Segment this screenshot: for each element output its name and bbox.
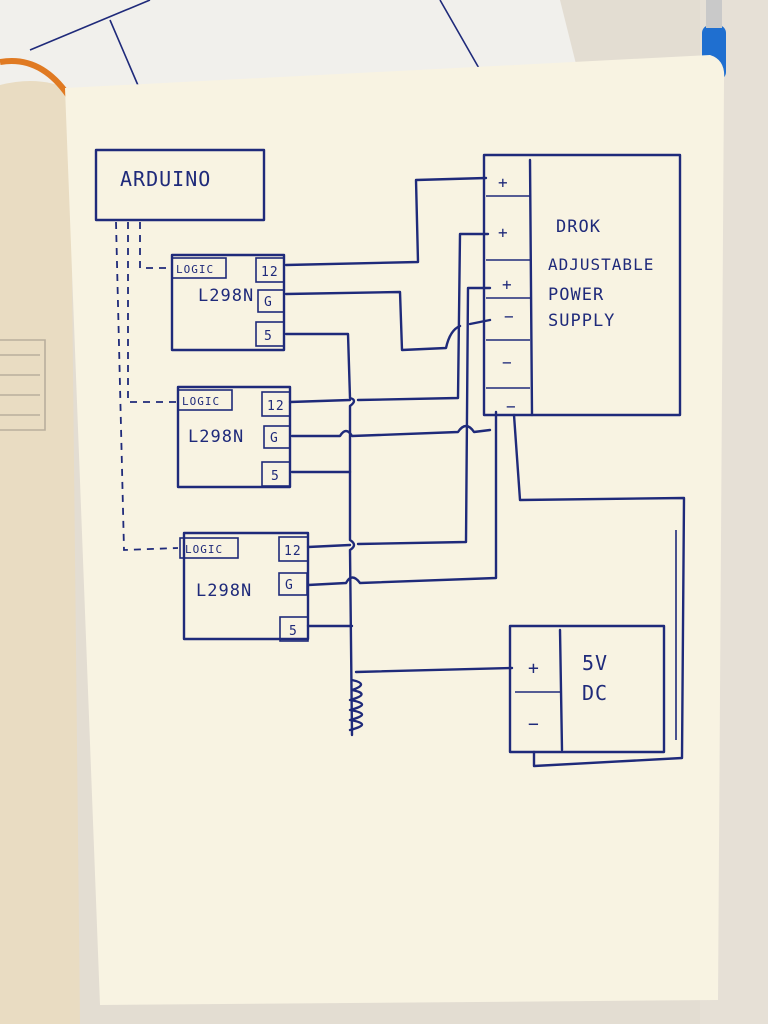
- pin-12-label: 12: [261, 265, 279, 280]
- terminal-1: +: [498, 173, 509, 192]
- wire-12v-1: [284, 176, 488, 267]
- dc-minus-terminal: −: [528, 714, 540, 735]
- driver-name: L298N: [188, 427, 244, 447]
- terminal-6: −: [506, 397, 517, 416]
- wiring: [284, 176, 686, 768]
- wire-gnd-3: [306, 410, 498, 587]
- dc-label-line-1: 5V: [582, 651, 608, 675]
- terminal-4: −: [504, 307, 515, 326]
- driver-name: L298N: [198, 286, 254, 306]
- wire-dc-plus: [354, 666, 514, 674]
- l298n-driver-3: LOGIC 12 G 5 L298N: [179, 531, 310, 642]
- dc-label-line-2: DC: [582, 681, 608, 705]
- pin-g-label: G: [285, 578, 294, 593]
- l298n-driver-2: LOGIC 12 G 5 L298N: [176, 385, 292, 489]
- notebook-page: [65, 55, 725, 1005]
- pin-5-label: 5: [271, 469, 280, 484]
- logic-line-1: [139, 222, 170, 269]
- coil-icon: [348, 678, 364, 732]
- wire-12v-3: [306, 543, 352, 549]
- psu-label-line-3: POWER: [548, 285, 604, 305]
- psu-label-line-4: SUPPLY: [548, 311, 615, 331]
- wire-gnd-1b: [468, 318, 492, 326]
- wire-gnd-2: [290, 424, 492, 438]
- logic-label: LOGIC: [185, 543, 223, 556]
- terminal-2: +: [498, 223, 509, 242]
- bookmark-ribbon: [0, 58, 71, 97]
- dc-plus-terminal: +: [528, 658, 540, 679]
- wire-gnd-1: [284, 290, 462, 352]
- wire-12v-2b: [356, 232, 490, 402]
- left-page-sketch: [0, 339, 46, 431]
- psu-label-line-2: ADJUSTABLE: [548, 255, 654, 274]
- pen-clip: [706, 0, 722, 28]
- logic-label: LOGIC: [176, 263, 214, 276]
- driver-name: L298N: [196, 581, 252, 601]
- wire-12v-2: [288, 398, 352, 404]
- l298n-driver-1: LOGIC 12 G 5 L298N: [170, 253, 286, 352]
- pin-g-label: G: [264, 295, 273, 310]
- pin-12-label: 12: [267, 399, 285, 414]
- wire-5v-bus: [284, 332, 356, 737]
- terminal-5: −: [502, 353, 513, 372]
- wire-12v-3b: [356, 286, 492, 546]
- left-page: [0, 81, 80, 1024]
- pin-12-label: 12: [284, 544, 302, 559]
- drok-power-supply: + + + − − − DROK ADJUSTABLE POWER SUPPLY: [482, 153, 682, 417]
- arduino-label: ARDUINO: [120, 167, 211, 191]
- pin-g-label: G: [270, 431, 279, 446]
- dc-5v-source: + − 5V DC: [508, 624, 666, 754]
- logic-line-2: [127, 222, 178, 403]
- background-sketch: [29, 0, 481, 91]
- arduino-block: ARDUINO: [94, 148, 266, 222]
- logic-label: LOGIC: [182, 395, 220, 408]
- logic-line-3: [115, 221, 179, 551]
- pin-5-label: 5: [264, 329, 273, 344]
- terminal-3: +: [502, 275, 513, 294]
- wire-dc-minus: [512, 413, 686, 768]
- pin-5-label: 5: [289, 624, 298, 639]
- psu-label-line-1: DROK: [556, 217, 601, 237]
